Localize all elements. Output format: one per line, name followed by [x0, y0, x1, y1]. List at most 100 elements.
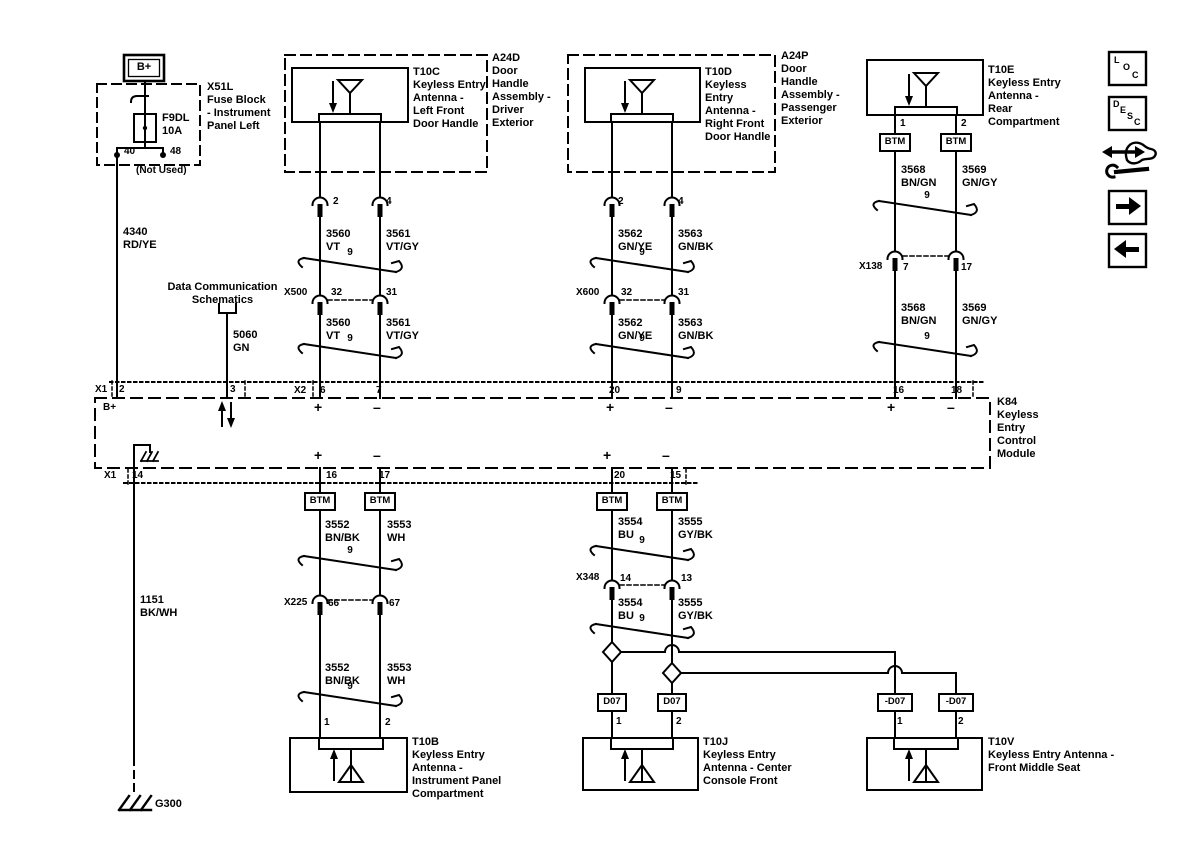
x138-pin-b: 17 [961, 262, 973, 273]
btm-label: BTM [884, 136, 906, 147]
pin-label: 2 [958, 716, 964, 727]
terminal-icon [311, 196, 329, 218]
polarity-plus: + [314, 447, 323, 463]
d07-label: D07 [663, 696, 681, 707]
module-pin-16: 16 [893, 385, 905, 396]
t10b-label: T10B Keyless Entry Antenna - Instrument … [412, 736, 502, 800]
loc-button[interactable] [1107, 50, 1148, 87]
data-comm-stub [218, 303, 237, 399]
module-pin-18: 18 [951, 385, 963, 396]
loc-letter: O [1123, 62, 1131, 72]
twist-count: 9 [924, 190, 930, 201]
fuse-label: F9DL 10A [162, 112, 190, 137]
pin-label: 4 [386, 196, 392, 207]
connector-x348 [603, 579, 681, 601]
t10j-box [582, 737, 699, 791]
connector-x600 [603, 294, 681, 316]
a24p-assembly-box [567, 54, 776, 173]
next-button[interactable] [1107, 189, 1148, 226]
wire-label: 3555 GY/BK [678, 516, 713, 541]
module-pin-14: 14 [132, 470, 144, 481]
connector-x225 [311, 594, 389, 616]
twist-count: 9 [347, 333, 353, 344]
pin-label: 1 [900, 118, 906, 129]
a24p-label: A24P Door Handle Assembly - Passenger Ex… [781, 50, 840, 127]
module-pin-16b: 16 [326, 470, 338, 481]
x225-pin-b: 67 [389, 598, 401, 609]
module-pin-2: 2 [119, 384, 125, 395]
module-x1-top: X1 [95, 384, 108, 395]
module-x2-top: X2 [294, 385, 307, 396]
module-pin-20: 20 [609, 385, 621, 396]
pin-label: 2 [333, 196, 339, 207]
fuse-block-x51l [96, 80, 201, 166]
wire-label: 3552 BN/BK [325, 662, 360, 687]
b-plus-label: B+ [136, 61, 152, 73]
a24d-label: A24D Door Handle Assembly - Driver Exter… [492, 52, 551, 129]
polarity-minus: – [373, 447, 381, 463]
pin-label: 2 [385, 717, 391, 728]
pin-label: 2 [961, 118, 967, 129]
polarity-minus: – [665, 399, 673, 415]
splice-diamond-icon [602, 641, 622, 663]
antenna-transmit-icon [329, 748, 364, 783]
twisted-pair-icon [589, 257, 695, 273]
t10v-label: T10V Keyless Entry Antenna - Front Middl… [988, 736, 1115, 774]
wire-1151-label: 1151 BK/WH [140, 594, 178, 619]
desc-button[interactable] [1107, 95, 1148, 132]
wire-label: 3568 BN/GN [901, 164, 937, 189]
module-x1-bottom: X1 [104, 470, 117, 481]
desc-letter: S [1127, 111, 1134, 121]
x348-label: X348 [576, 572, 600, 583]
btm-label: BTM [601, 495, 623, 506]
antenna-transmit-icon [620, 748, 655, 783]
desc-letter: C [1134, 117, 1141, 127]
twist-count: 9 [347, 681, 353, 692]
loc-letter: L [1114, 55, 1120, 65]
right-arrow-icon [1116, 197, 1141, 215]
d07-label: D07 [603, 696, 621, 707]
module-bplus-pin-label: B+ [103, 402, 117, 413]
btm-label: BTM [661, 495, 683, 506]
twisted-pair-icon [297, 343, 403, 359]
x348-pin-b: 13 [681, 573, 693, 584]
antenna-receive-icon [894, 72, 958, 116]
t10d-label: T10D Keyless Entry Antenna - Right Front… [705, 66, 771, 143]
t10v-box [866, 737, 983, 791]
module-pin-9: 9 [676, 385, 682, 396]
a24d-assembly-box [284, 54, 488, 173]
btm-label: BTM [369, 495, 391, 506]
wire-label: 3553 WH [387, 662, 412, 687]
twisted-pair-icon [297, 257, 403, 273]
fuse-block-label: X51L Fuse Block - Instrument Panel Left [207, 81, 271, 132]
btm-label: BTM [309, 495, 331, 506]
wire-label: 3555 GY/BK [678, 597, 713, 622]
twist-count: 9 [347, 545, 353, 556]
splice-line-2 [680, 665, 957, 695]
module-pin-6: 6 [320, 385, 326, 396]
module-pin-20b: 20 [614, 470, 626, 481]
twist-count: 9 [639, 247, 645, 258]
vehicle-schematic-icon[interactable] [1102, 141, 1157, 179]
pin-label: 4 [678, 196, 684, 207]
wire-label: 3561 VT/GY [386, 228, 420, 253]
wire-label: 3554 BU [618, 597, 643, 622]
polarity-minus: – [662, 447, 670, 463]
btm-label: BTM [945, 136, 967, 147]
polarity-plus: + [606, 399, 615, 415]
polarity-plus: + [603, 447, 612, 463]
wire-label: 3560 VT [326, 317, 351, 342]
wire-label: 3561 VT/GY [386, 317, 420, 342]
x500-pin-b: 31 [386, 287, 398, 298]
pin-label: 1 [616, 716, 622, 727]
wire-label: 3562 GN/YE [618, 317, 653, 342]
polarity-minus: – [373, 399, 381, 415]
back-button[interactable] [1107, 232, 1148, 269]
pin-label: 1 [324, 717, 330, 728]
twisted-pair-icon [589, 623, 695, 639]
splice-line-1 [620, 644, 896, 695]
wire-label: 3560 VT [326, 228, 351, 253]
wire-label: 3554 BU [618, 516, 643, 541]
connector-x500 [311, 294, 389, 316]
x225-label: X225 [284, 597, 308, 608]
